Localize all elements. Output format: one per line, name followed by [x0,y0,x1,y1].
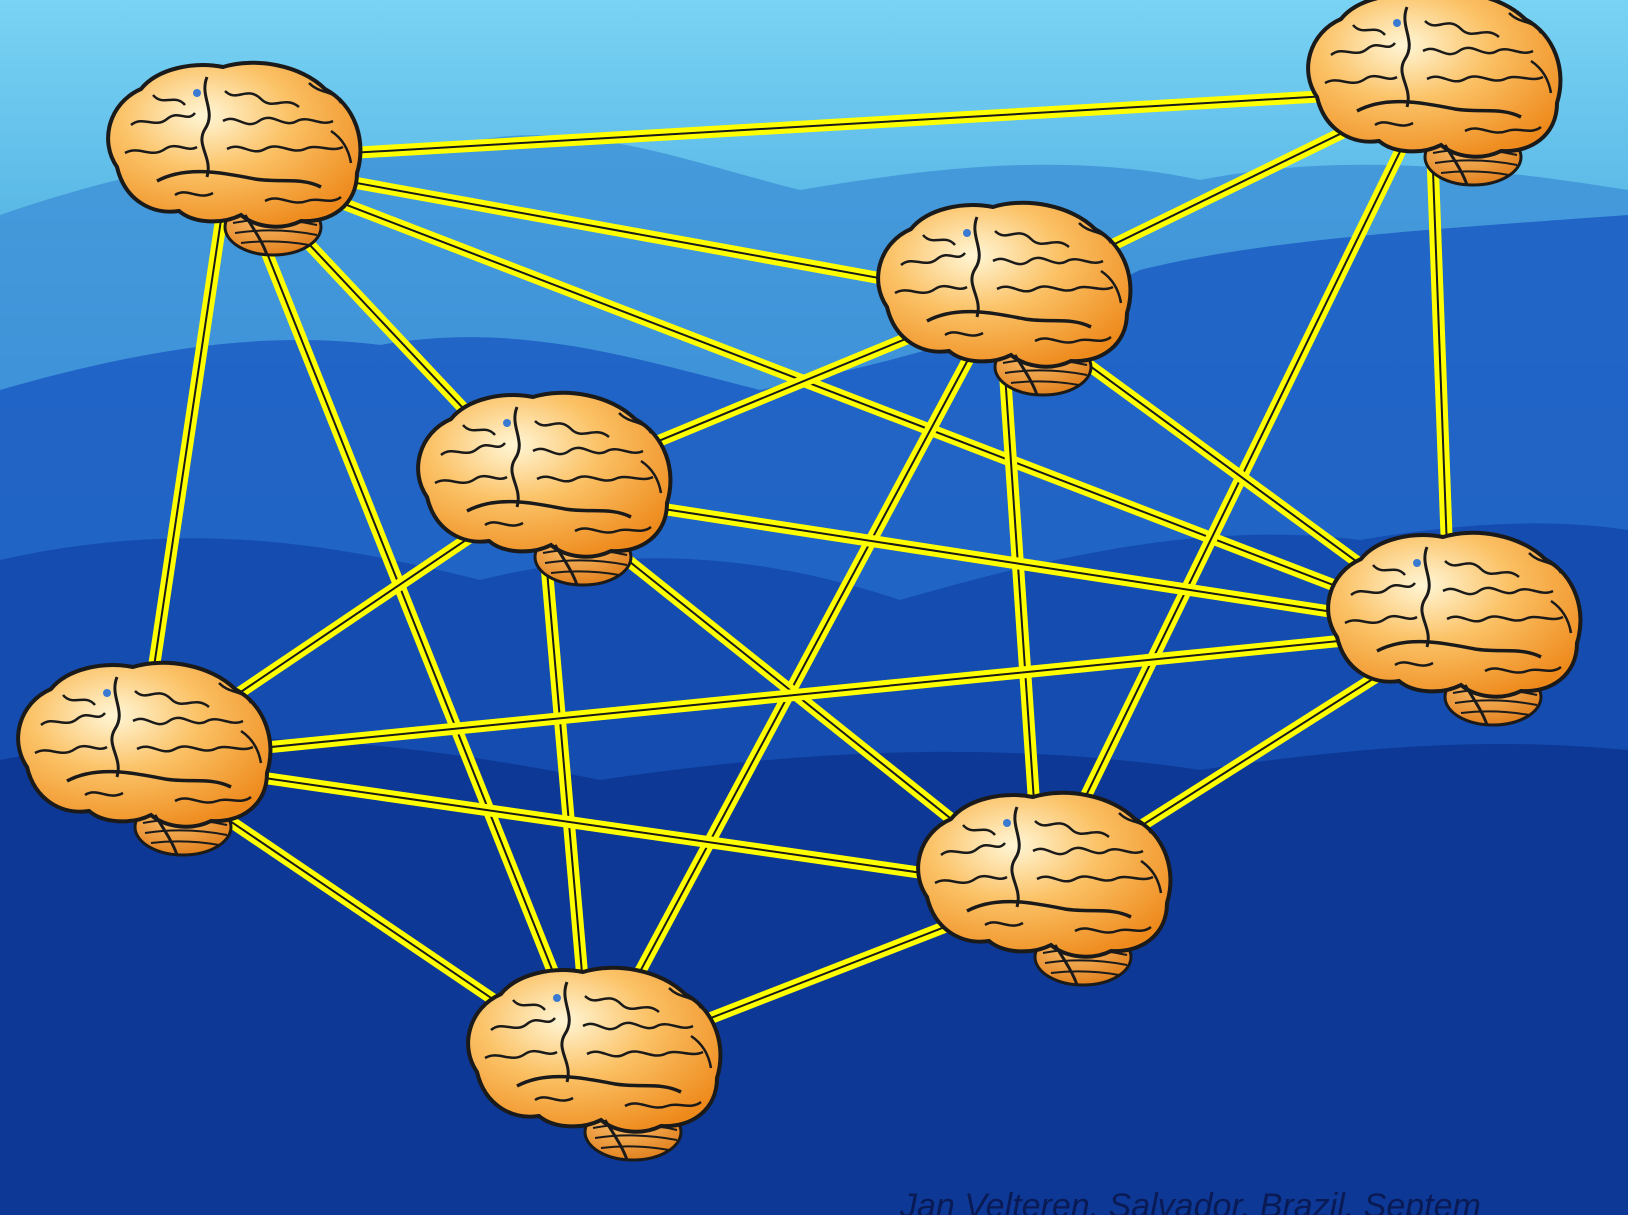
link-line-core [229,159,591,1066]
link-line-core [1039,89,1431,891]
caption: Jan Velteren, Salvador, Brazil, Septem [900,1187,1481,1215]
link-line-core [139,759,1041,891]
link-line-core [539,489,591,1066]
link-line-core [229,89,1431,161]
link-line-core [539,489,1451,631]
link-line-core [999,299,1041,891]
link-line-core [139,159,231,761]
link-line-core [589,299,1001,1066]
link-line-core [229,159,1001,301]
link-line-core [139,629,1451,761]
link-line-core [229,159,1451,631]
